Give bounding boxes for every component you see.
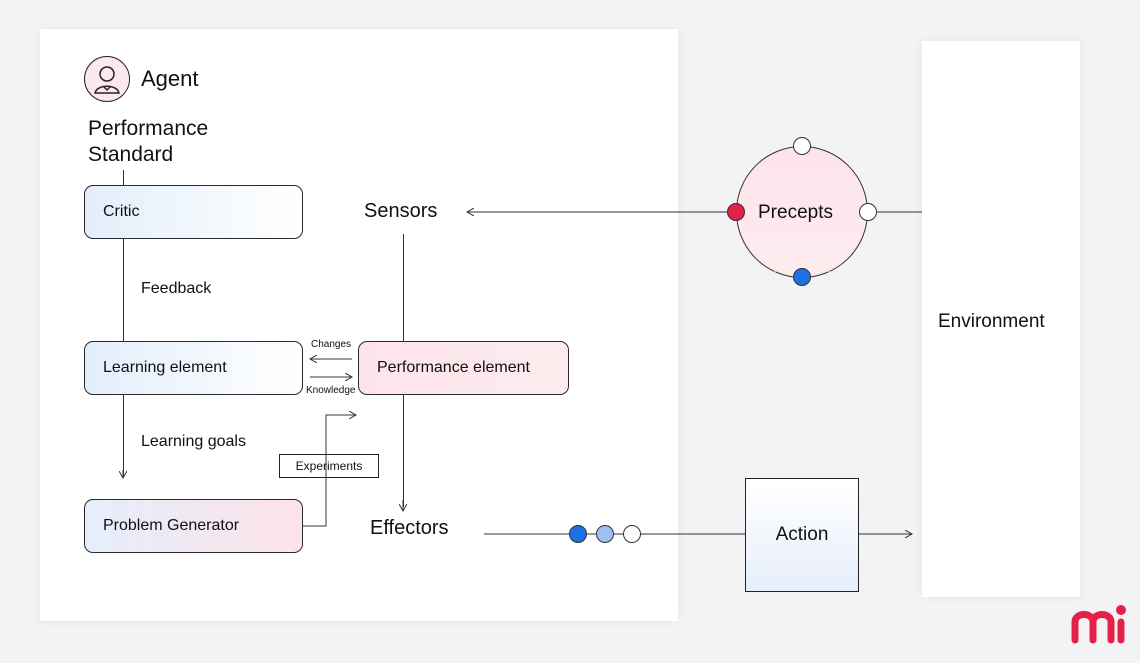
performance-standard-label: Performance Standard (88, 117, 209, 166)
critic-to-learning-line (123, 239, 124, 341)
performance-element-box: Performance element (358, 341, 569, 395)
learning-to-problem-line (123, 395, 124, 477)
knowledge-label: Knowledge (306, 385, 356, 396)
performance-element-label: Performance element (377, 359, 530, 376)
agent-title: Agent (141, 66, 199, 91)
learning-element-box: Learning element (84, 341, 303, 395)
experiments-box: Experiments (279, 454, 379, 478)
effectors-label: Effectors (370, 517, 449, 539)
problem-generator-box: Problem Generator (84, 499, 303, 553)
critic-box: Critic (84, 185, 303, 239)
changes-label: Changes (311, 339, 352, 350)
brand-logo-icon (1069, 600, 1129, 648)
feedback-label: Feedback (141, 280, 212, 297)
action-label: Action (775, 524, 829, 545)
sensors-to-performance-line (403, 234, 404, 341)
problem-generator-label: Problem Generator (103, 517, 240, 534)
standard-to-critic-line (123, 170, 124, 185)
agent-avatar-icon (84, 56, 130, 102)
precepts-label: Precepts (758, 202, 833, 223)
critic-label: Critic (103, 203, 140, 220)
precepts-halo (774, 249, 830, 305)
sensors-label: Sensors (364, 200, 438, 222)
experiments-label: Experiments (295, 459, 363, 473)
learning-goals-label: Learning goals (141, 433, 246, 450)
environment-label: Environment (938, 311, 1045, 332)
action-box: Action (745, 478, 859, 592)
performance-to-effectors-line (403, 395, 404, 507)
environment-panel (922, 41, 1080, 597)
learning-element-label: Learning element (103, 359, 227, 376)
